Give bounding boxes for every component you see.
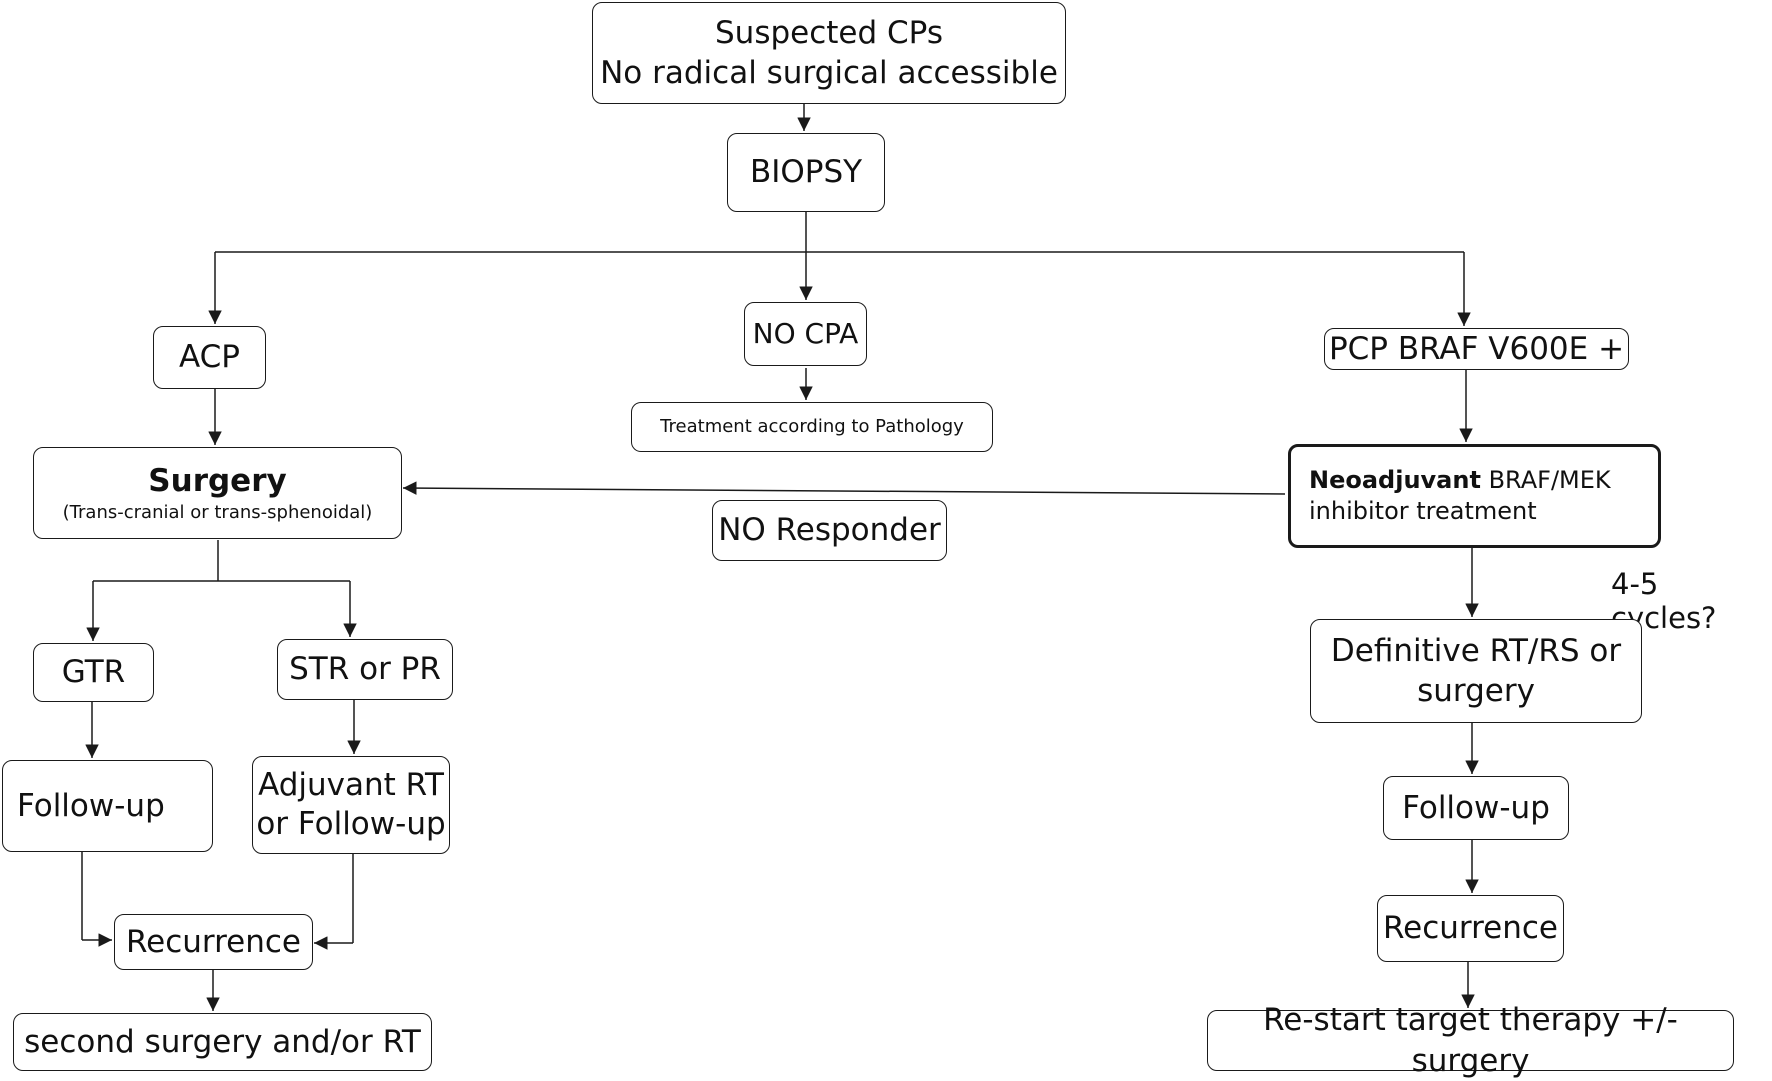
arrow-neoadjuvant-to-surgery (402, 481, 1286, 495)
node-gtr: GTR (33, 643, 154, 702)
recurrence-right-label: Recurrence (1382, 910, 1558, 947)
node-pcp-braf: PCP BRAF V600E + (1324, 328, 1629, 370)
str-pr-label: STR or PR (289, 651, 441, 688)
surgery-title: Surgery (148, 463, 287, 500)
definitive-line2: surgery (1417, 673, 1535, 709)
node-follow-up-left: Follow-up (2, 760, 213, 852)
follow-up-right-label: Follow-up (1402, 789, 1550, 826)
node-no-responder: NO Responder (712, 500, 947, 561)
no-responder-label: NO Responder (718, 512, 941, 549)
neoadjuvant-rest: BRAF/MEK (1480, 465, 1611, 494)
restart-label: Re-start target therapy +/- surgery (1263, 1002, 1678, 1079)
second-surgery-label: second surgery and/or RT (24, 1023, 421, 1060)
node-second-surgery: second surgery and/or RT (13, 1013, 432, 1071)
biopsy-label: BIOPSY (749, 154, 863, 191)
gtr-label: GTR (61, 654, 126, 691)
acp-label: ACP (178, 339, 240, 376)
treatment-pathology-label: Treatment according to Pathology (660, 416, 964, 438)
adjuvant-line2: or Follow-up (256, 806, 446, 842)
no-cpa-label: NO CPA (752, 316, 859, 350)
adjuvant-line1: Adjuvant RT (258, 767, 444, 804)
node-suspected-cps: Suspected CPs No radical surgical access… (592, 2, 1066, 104)
cycles-note: 4-5 cycles? (1611, 567, 1717, 635)
follow-up-left-label: Follow-up (17, 787, 165, 824)
node-follow-up-right: Follow-up (1383, 776, 1569, 840)
node-str-pr: STR or PR (277, 639, 453, 700)
surgery-subtitle: (Trans-cranial or trans-sphenoidal) (62, 502, 373, 524)
neoadjuvant-line2: inhibitor treatment (1309, 497, 1537, 525)
definitive-line1: Definitive RT/RS or (1330, 632, 1622, 669)
node-biopsy: BIOPSY (727, 133, 885, 212)
node-surgery: Surgery (Trans-cranial or trans-sphenoid… (33, 447, 402, 539)
node-neoadjuvant: Neoadjuvant BRAF/MEK inhibitor treatment (1288, 444, 1661, 548)
suspected-line1: Suspected CPs (715, 14, 943, 51)
neoadjuvant-bold: Neoadjuvant (1309, 465, 1481, 494)
suspected-line2: No radical surgical accessible (600, 55, 1058, 91)
node-restart: Re-start target therapy +/- surgery (1207, 1002, 1734, 1079)
pcp-label: PCP BRAF V600E + (1328, 330, 1625, 367)
node-recurrence-right: Recurrence (1377, 895, 1564, 962)
node-no-cpa: NO CPA (744, 302, 867, 366)
recurrence-left-label: Recurrence (125, 923, 301, 960)
node-treatment-pathology: Treatment according to Pathology (631, 402, 993, 452)
node-recurrence-left: Recurrence (114, 914, 313, 970)
node-definitive: Definitive RT/RS or surgery (1310, 619, 1642, 723)
neoadjuvant-line1: Neoadjuvant BRAF/MEK (1309, 465, 1611, 496)
node-acp: ACP (153, 326, 266, 389)
node-adjuvant: Adjuvant RT or Follow-up (252, 756, 450, 854)
